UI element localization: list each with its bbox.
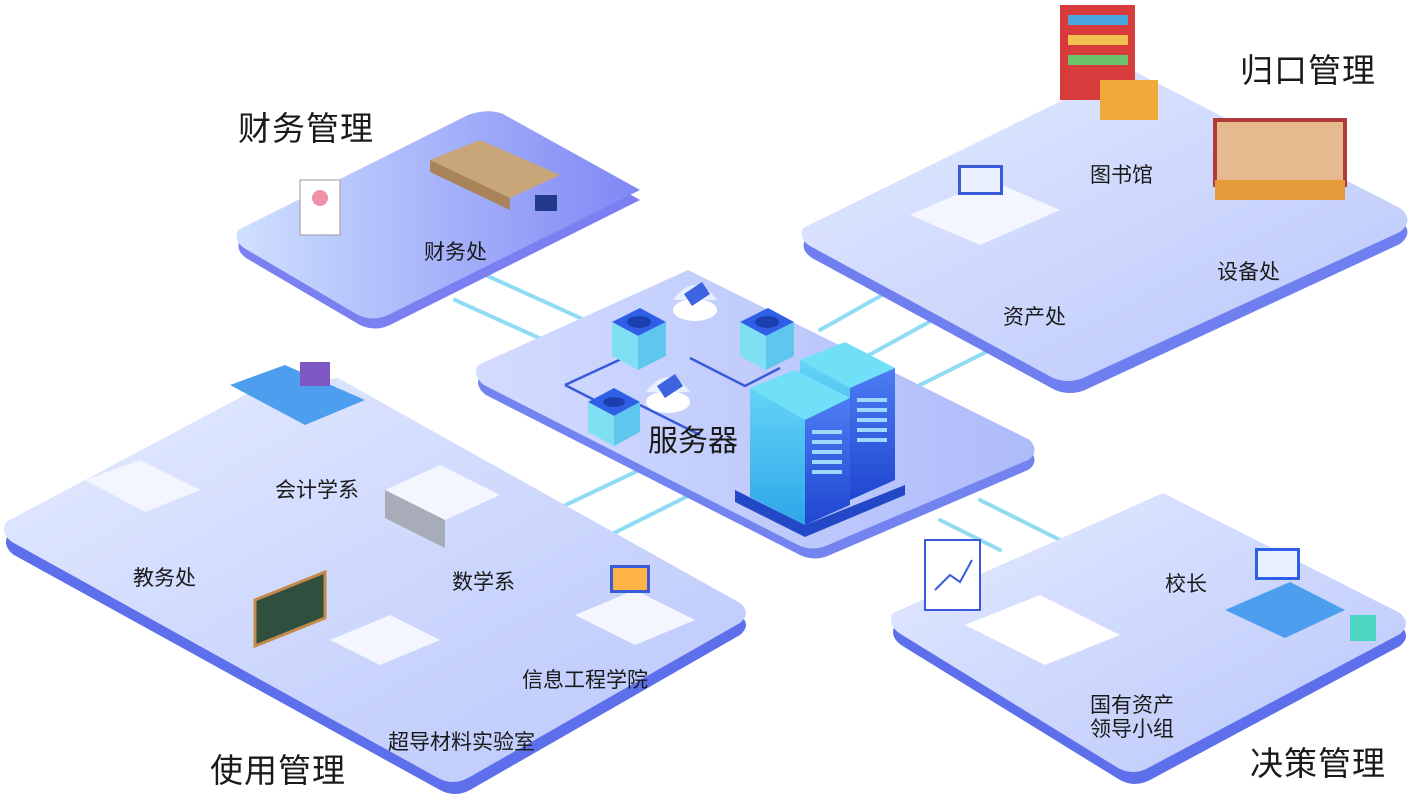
unit-label-equipment-office: 设备处	[1217, 260, 1280, 284]
unit-label-leading-group: 领导小组	[1090, 717, 1174, 742]
unit-label-library: 图书馆	[1090, 163, 1153, 187]
unit-label-asset-office: 资产处	[1003, 305, 1066, 329]
unit-label-superconductor-lab: 超导材料实验室	[388, 730, 535, 754]
server-towers	[735, 342, 905, 537]
group-title-finance: 财务管理	[238, 109, 374, 148]
unit-label-info-engineering: 信息工程学院	[522, 668, 648, 692]
unit-label-teaching-affairs: 教务处	[133, 566, 196, 590]
office-scenes	[85, 5, 1376, 665]
unit-label-president: 校长	[1165, 572, 1207, 596]
group-title-centralized: 归口管理	[1240, 51, 1376, 90]
server-label: 服务器	[648, 424, 738, 459]
unit-label-math: 数学系	[452, 570, 515, 594]
unit-label-accounting: 会计学系	[275, 478, 359, 502]
unit-label-state-asset: 国有资产	[1090, 693, 1174, 717]
unit-label-state-asset-group: 国有资产 领导小组	[1090, 693, 1174, 741]
unit-label-finance-office: 财务处	[424, 240, 487, 264]
platform-server	[476, 270, 1035, 559]
group-title-usage: 使用管理	[210, 751, 346, 790]
group-title-decision: 决策管理	[1250, 744, 1386, 783]
